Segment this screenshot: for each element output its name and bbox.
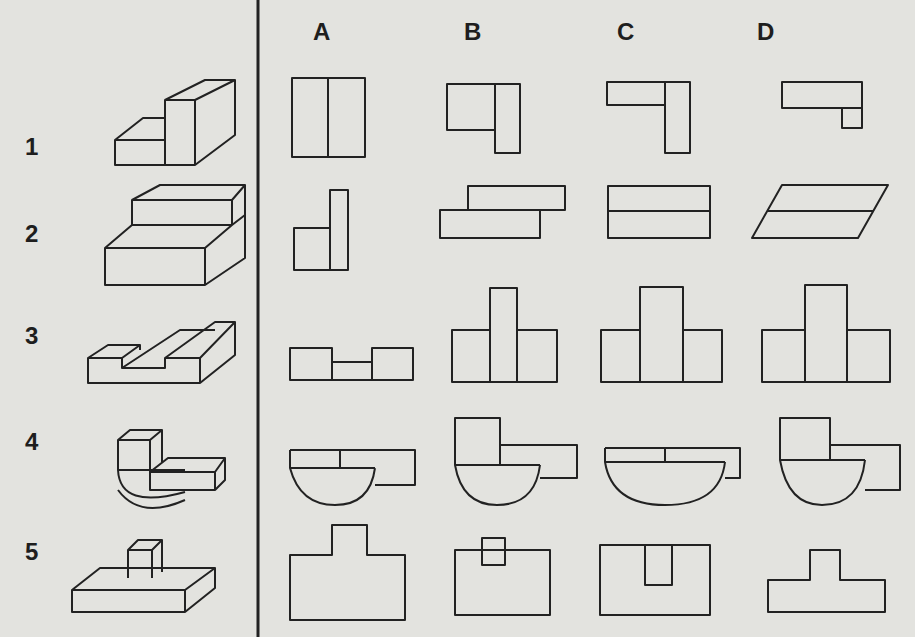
- column-letter: A: [313, 20, 330, 44]
- row-number: 2: [25, 222, 38, 246]
- row-number: 3: [25, 324, 38, 348]
- isometric-figures: [72, 80, 245, 612]
- row-number: 4: [25, 430, 38, 454]
- row-number: 5: [25, 540, 38, 564]
- divider-line: [257, 0, 260, 637]
- column-letter: C: [617, 20, 634, 44]
- column-letter: B: [464, 20, 481, 44]
- answer-views: [290, 78, 900, 620]
- column-letter: D: [757, 20, 774, 44]
- row-number: 1: [25, 135, 38, 159]
